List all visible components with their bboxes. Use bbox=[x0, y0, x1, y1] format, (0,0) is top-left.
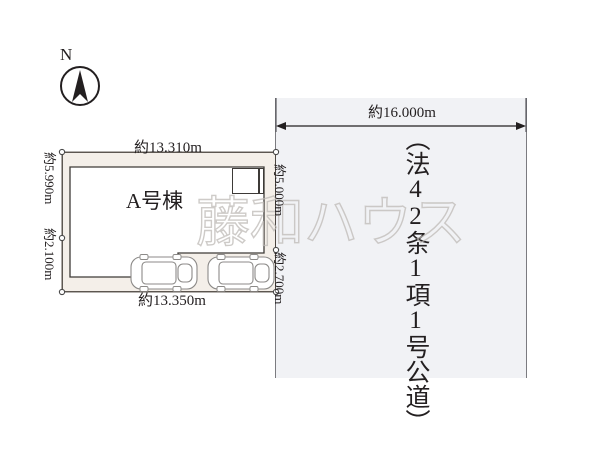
dim-right-upper-label: 約5.000m bbox=[272, 164, 287, 217]
dim-top-label: 約13.310m bbox=[134, 140, 202, 156]
building-balcony bbox=[232, 168, 264, 194]
road-width-label: 約16.000m bbox=[368, 105, 436, 121]
road-classification-label: （法42条1項1号公道） bbox=[402, 126, 429, 434]
dim-left-upper-label: 約5.990m bbox=[42, 152, 57, 205]
road-area bbox=[275, 98, 527, 378]
building-label: A号棟 bbox=[126, 189, 184, 213]
dim-bottom-label: 約13.350m bbox=[138, 293, 206, 309]
compass-ring bbox=[60, 66, 100, 106]
parking-car-2 bbox=[207, 254, 275, 292]
compass-north-label: N bbox=[60, 45, 73, 64]
compass-rose: N bbox=[48, 45, 108, 116]
dim-left-lower-label: 約2.100m bbox=[42, 228, 57, 281]
compass-needle-icon bbox=[72, 70, 88, 102]
parking-car-1 bbox=[130, 254, 198, 292]
dim-right-lower-label: 約2.700m bbox=[272, 252, 287, 305]
